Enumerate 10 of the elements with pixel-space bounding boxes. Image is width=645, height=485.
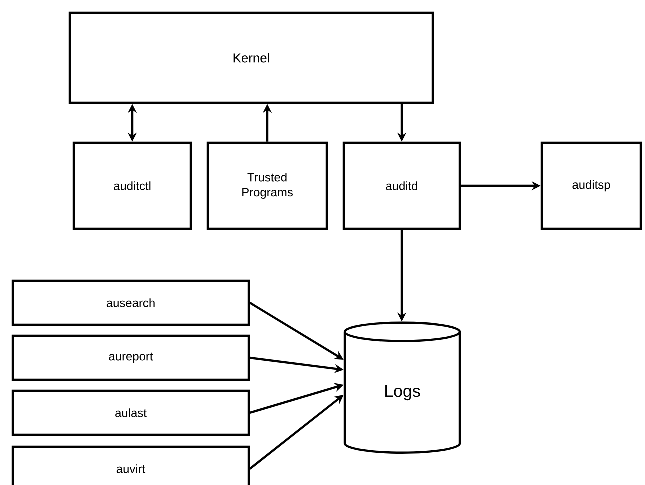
process-box: auvirt xyxy=(12,446,250,485)
database-cylinder: Logs xyxy=(344,322,462,454)
process-box: auditctl xyxy=(72,142,192,230)
process-box: Trusted Programs xyxy=(206,142,328,230)
process-box: ausearch xyxy=(12,280,250,326)
process-box: auditd xyxy=(342,142,462,230)
process-box: aulast xyxy=(12,390,250,436)
process-box: aureport xyxy=(12,334,250,382)
process-box: auditsp xyxy=(540,142,642,230)
process-box: Kernel xyxy=(68,12,434,104)
